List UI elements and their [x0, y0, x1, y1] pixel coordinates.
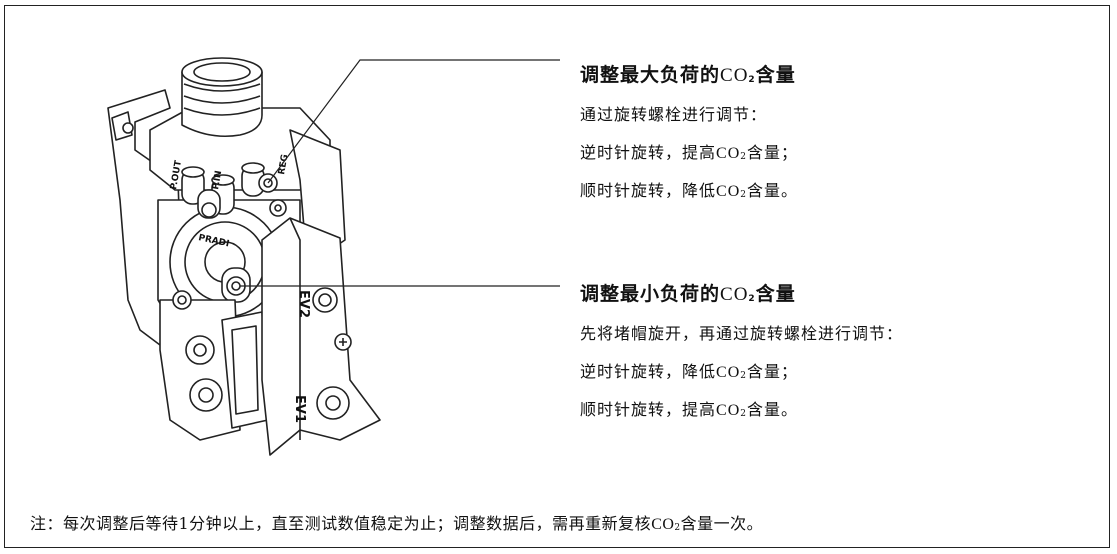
footnote: 注：每次调整后等待1分钟以上，直至测试数值稳定为止；调整数据后，需再重新复核CO… — [30, 514, 764, 533]
inlet-pipe — [181, 71, 263, 138]
callout-min-line3: 顺时针旋转，提高CO2含量。 — [580, 400, 798, 419]
label-p-in: P.IN — [211, 170, 224, 191]
callout-max-line3: 顺时针旋转，降低CO2含量。 — [580, 181, 798, 200]
callout-max-load: 调整最大负荷的CO2含量 通过旋转螺栓进行调节： 逆时针旋转，提高CO2含量； … — [580, 60, 798, 201]
callout-min-title: 调整最小负荷的CO2含量 — [580, 283, 796, 305]
screw-posts — [181, 162, 278, 219]
leader-line-max — [267, 59, 560, 184]
callout-max-line1: 通过旋转螺栓进行调节： — [580, 105, 768, 124]
figure-frame — [4, 5, 1110, 548]
label-ev1: EV1 — [292, 395, 307, 423]
label-reg: REG — [277, 154, 290, 176]
callout-max-title: 调整最大负荷的CO2含量 — [580, 64, 796, 86]
label-ev2: EV2 — [296, 290, 311, 318]
callout-min-line1: 先将堵帽旋开，再通过旋转螺栓进行调节： — [580, 324, 904, 343]
callout-min-line2: 逆时针旋转，降低CO2含量； — [580, 362, 798, 381]
callout-min-load: 调整最小负荷的CO2含量 先将堵帽旋开，再通过旋转螺栓进行调节： 逆时针旋转，降… — [580, 279, 903, 420]
coil-housing — [261, 217, 381, 456]
callout-max-line2: 逆时针旋转，提高CO2含量； — [580, 143, 798, 162]
